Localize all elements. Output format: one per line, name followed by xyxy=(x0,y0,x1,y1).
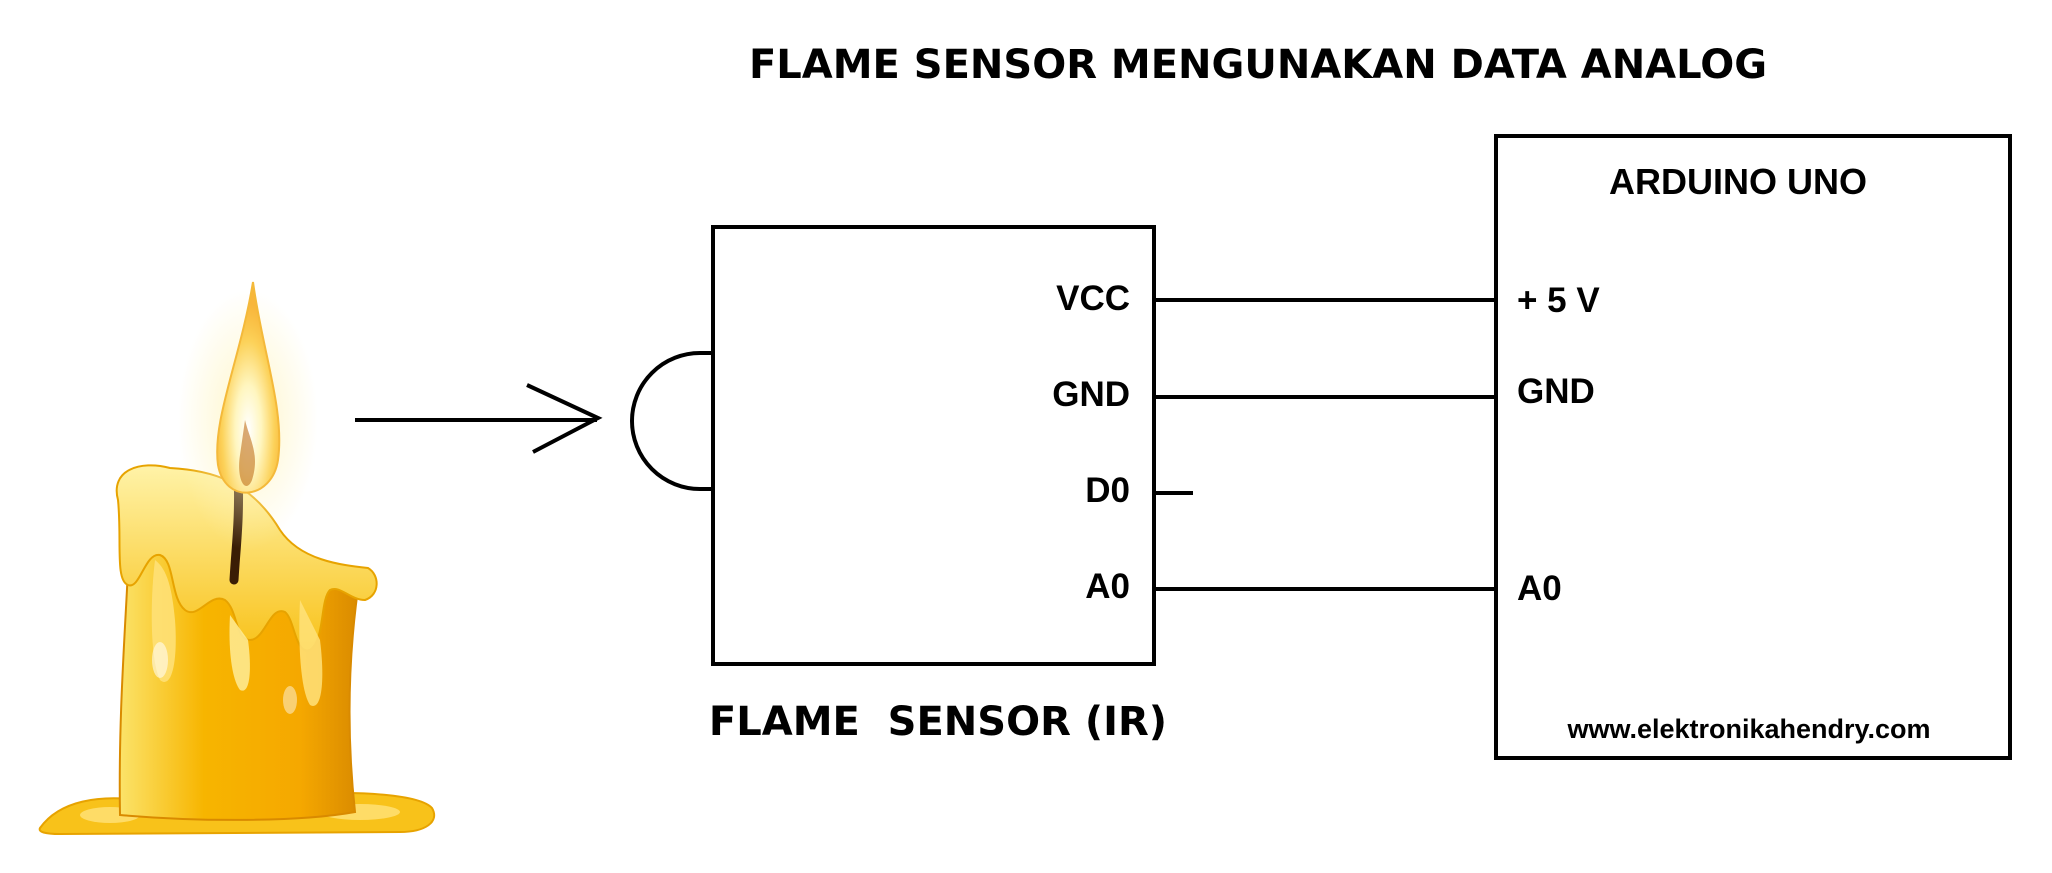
sensor-pin-d0: D0 xyxy=(1085,471,1130,510)
flame-sensor-caption: FLAME SENSOR (IR) xyxy=(709,699,1167,745)
website-url: www.elektronikahendry.com xyxy=(1566,714,1930,744)
arrow-right-icon xyxy=(355,383,603,454)
diagram-title: FLAME SENSOR MENGUNAKAN DATA ANALOG xyxy=(749,42,1767,88)
sensor-pin-gnd: GND xyxy=(1052,375,1130,414)
sensor-pin-vcc: VCC xyxy=(1056,279,1130,318)
arduino-pin-5v: + 5 V xyxy=(1517,281,1600,320)
flame-sensor-box xyxy=(711,225,1156,666)
ir-receiver-dome-icon xyxy=(630,351,713,491)
arduino-uno-box xyxy=(1494,134,2012,760)
arduino-pin-gnd: GND xyxy=(1517,372,1595,411)
sensor-pin-a0: A0 xyxy=(1085,567,1130,606)
arduino-title: ARDUINO UNO xyxy=(1609,161,1867,202)
arduino-pin-a0: A0 xyxy=(1517,569,1562,608)
candle-icon xyxy=(38,281,435,836)
